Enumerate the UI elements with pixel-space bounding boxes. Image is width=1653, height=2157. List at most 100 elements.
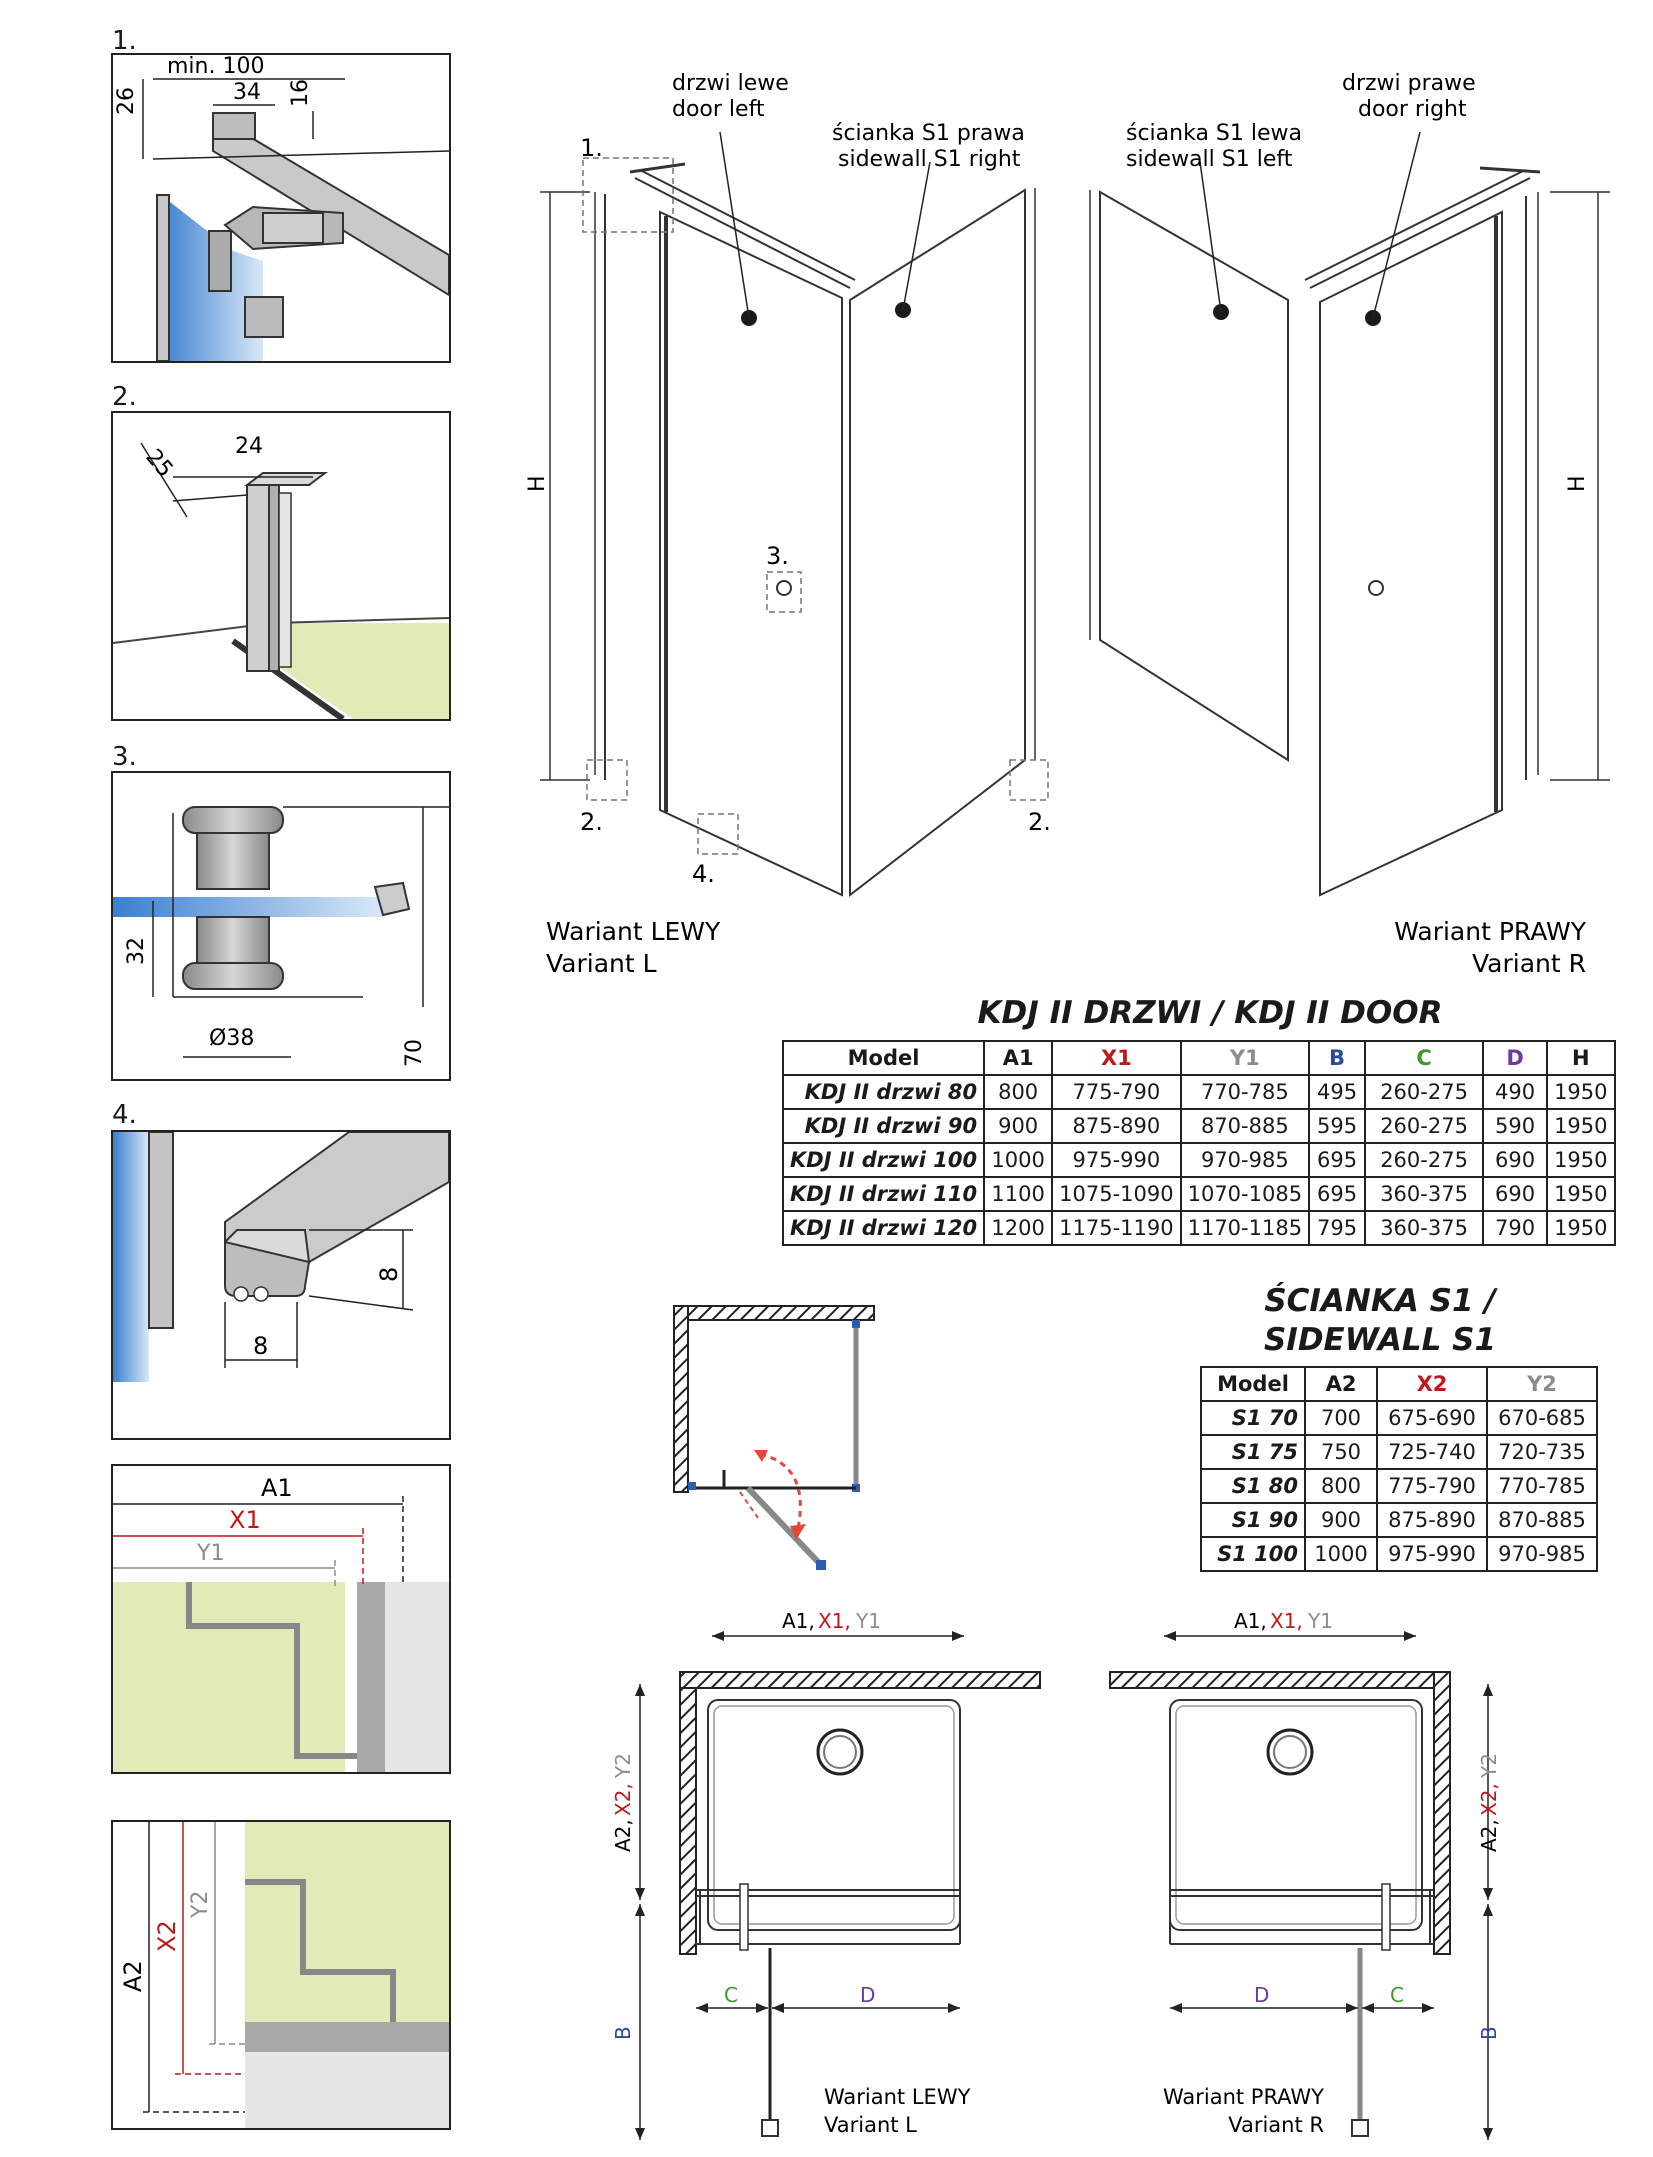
col-d: D <box>1482 1040 1549 1076</box>
cell-model: KDJ II drzwi 80 <box>781 1074 986 1110</box>
table-row: S1 100 1000 975-990 970-985 <box>1200 1536 1598 1572</box>
table-row: S1 90 900 875-890 870-885 <box>1200 1502 1598 1538</box>
door-left-label-en: door left <box>672 97 765 122</box>
detail-1-panel: min. 100 34 26 16 <box>111 53 451 363</box>
plan-left-variant-en: Variant L <box>824 2113 917 2137</box>
callout-1: 1. <box>580 134 603 162</box>
cell-b: 495 <box>1308 1074 1367 1110</box>
cell-y2: 970-985 <box>1486 1536 1598 1572</box>
col-x1: X1 <box>1051 1040 1182 1076</box>
col-a1: A1 <box>983 1040 1054 1076</box>
cell-d: 590 <box>1482 1108 1549 1144</box>
sidewall-left-label-pl: ścianka S1 lewa <box>1126 121 1302 146</box>
dim-8-horizontal: 8 <box>253 1332 268 1360</box>
table-row: S1 75 750 725-740 720-735 <box>1200 1434 1598 1470</box>
col-h: H <box>1546 1040 1616 1076</box>
cell-model: S1 100 <box>1200 1536 1306 1572</box>
door-table-header: Model A1 X1 Y1 B C D H <box>781 1040 1616 1076</box>
dim-x2: X2 <box>153 1920 181 1952</box>
plan-right-b: B <box>1477 2026 1501 2040</box>
dim-x1: X1 <box>229 1506 261 1534</box>
sidewall-table-title-2: SIDEWALL S1 <box>1263 1322 1497 1358</box>
col-model: Model <box>1200 1366 1306 1402</box>
table-row: KDJ II drzwi 80 800 775-790 770-785 495 … <box>781 1074 1616 1110</box>
cell-model: S1 90 <box>1200 1502 1306 1538</box>
plan-right-x2: X2, <box>1477 1783 1501 1816</box>
dim-34: 34 <box>233 80 261 105</box>
cell-a2: 1000 <box>1304 1536 1378 1572</box>
door-right-label-en: door right <box>1358 97 1467 122</box>
cell-model: S1 70 <box>1200 1400 1306 1436</box>
plan-left-y2: Y2 <box>611 1753 635 1779</box>
plan-right-c: C <box>1390 1983 1404 2007</box>
left-variant-drawing <box>540 131 1049 898</box>
detail-3-panel: 32 Ø38 70 <box>111 771 451 1081</box>
sidewall-right-label-en: sidewall S1 right <box>838 147 1021 172</box>
cell-x2: 725-740 <box>1376 1434 1488 1470</box>
plan-views: A1, X1, Y1 A2, X2, Y2 B C D Wariant LEWY… <box>611 1609 1501 2140</box>
table-row: S1 80 800 775-790 770-785 <box>1200 1468 1598 1504</box>
cell-a2: 800 <box>1304 1468 1378 1504</box>
dim-a1: A1 <box>261 1474 293 1502</box>
variant-left-en: Variant L <box>546 949 657 978</box>
cell-y1: 770-785 <box>1179 1074 1311 1110</box>
plan-left <box>635 1631 1041 2140</box>
sidewall-table-title-1: ŚCIANKA S1 / <box>1264 1283 1496 1319</box>
cell-a1: 800 <box>983 1074 1054 1110</box>
detail-3-label: 3. <box>112 742 137 772</box>
callout-4: 4. <box>692 860 715 888</box>
plan-right-variant-pl: Wariant PRAWY <box>1163 2085 1324 2109</box>
enclosure-views: drzwi lewe door left ścianka S1 prawa si… <box>525 71 1610 978</box>
callout-2-left: 2. <box>580 808 603 836</box>
cell-c: 260-275 <box>1364 1108 1485 1144</box>
detail-1-label: 1. <box>112 26 137 56</box>
cell-y1: 1070-1085 <box>1179 1176 1311 1212</box>
cell-c: 260-275 <box>1364 1074 1485 1110</box>
dim-24: 24 <box>235 434 263 459</box>
cell-a2: 900 <box>1304 1502 1378 1538</box>
cell-model: KDJ II drzwi 110 <box>781 1176 986 1212</box>
cell-h: 1950 <box>1546 1108 1616 1144</box>
cell-a1: 900 <box>983 1108 1054 1144</box>
dim-26: 26 <box>114 87 139 115</box>
plan-left-x2: X2, <box>611 1783 635 1816</box>
cell-a2: 700 <box>1304 1400 1378 1436</box>
plan-left-d: D <box>860 1983 875 2007</box>
door-table-title: KDJ II DRZWI / KDJ II DOOR <box>977 995 1443 1031</box>
cell-x2: 675-690 <box>1376 1400 1488 1436</box>
plan-right-a2: A2, <box>1477 1819 1501 1852</box>
plan-right-y1: Y1 <box>1307 1609 1333 1633</box>
door-right-label-pl: drzwi prawe <box>1342 71 1476 96</box>
cell-x1: 775-790 <box>1051 1074 1182 1110</box>
cell-y2: 720-735 <box>1486 1434 1598 1470</box>
sidewall-spec-table: Model A2 X2 Y2 S1 70 700 675-690 670-685… <box>1200 1366 1598 1572</box>
table-row: S1 70 700 675-690 670-685 <box>1200 1400 1598 1436</box>
cell-y1: 870-885 <box>1179 1108 1311 1144</box>
cell-x1: 1075-1090 <box>1051 1176 1182 1212</box>
plan-right-y2: Y2 <box>1477 1753 1501 1779</box>
detail-4-label: 4. <box>112 1100 137 1130</box>
cell-x2: 975-990 <box>1376 1536 1488 1572</box>
col-x2: X2 <box>1376 1366 1488 1402</box>
cell-h: 1950 <box>1546 1210 1616 1246</box>
callout-2-right: 2. <box>1028 808 1051 836</box>
dim-min-100: min. 100 <box>167 55 264 79</box>
plan-right <box>1109 1631 1493 2140</box>
col-a2: A2 <box>1304 1366 1378 1402</box>
callout-3: 3. <box>766 542 789 570</box>
col-c: C <box>1364 1040 1485 1076</box>
cell-h: 1950 <box>1546 1142 1616 1178</box>
cell-y2: 870-885 <box>1486 1502 1598 1538</box>
cell-x1: 1175-1190 <box>1051 1210 1182 1246</box>
door-left-label-pl: drzwi lewe <box>672 71 789 96</box>
dim-y1: Y1 <box>196 1541 224 1566</box>
table-row: KDJ II drzwi 120 1200 1175-1190 1170-118… <box>781 1210 1616 1246</box>
detail-4-panel: 8 8 <box>111 1130 451 1440</box>
cell-y1: 970-985 <box>1179 1142 1311 1178</box>
cell-h: 1950 <box>1546 1074 1616 1110</box>
cell-model: S1 80 <box>1200 1468 1306 1504</box>
detail-a2-drawing: A2 X2 Y2 <box>119 1822 449 2128</box>
plan-left-a2: A2, <box>611 1819 635 1852</box>
height-label-right: H <box>1565 475 1590 492</box>
cell-d: 490 <box>1482 1074 1549 1110</box>
